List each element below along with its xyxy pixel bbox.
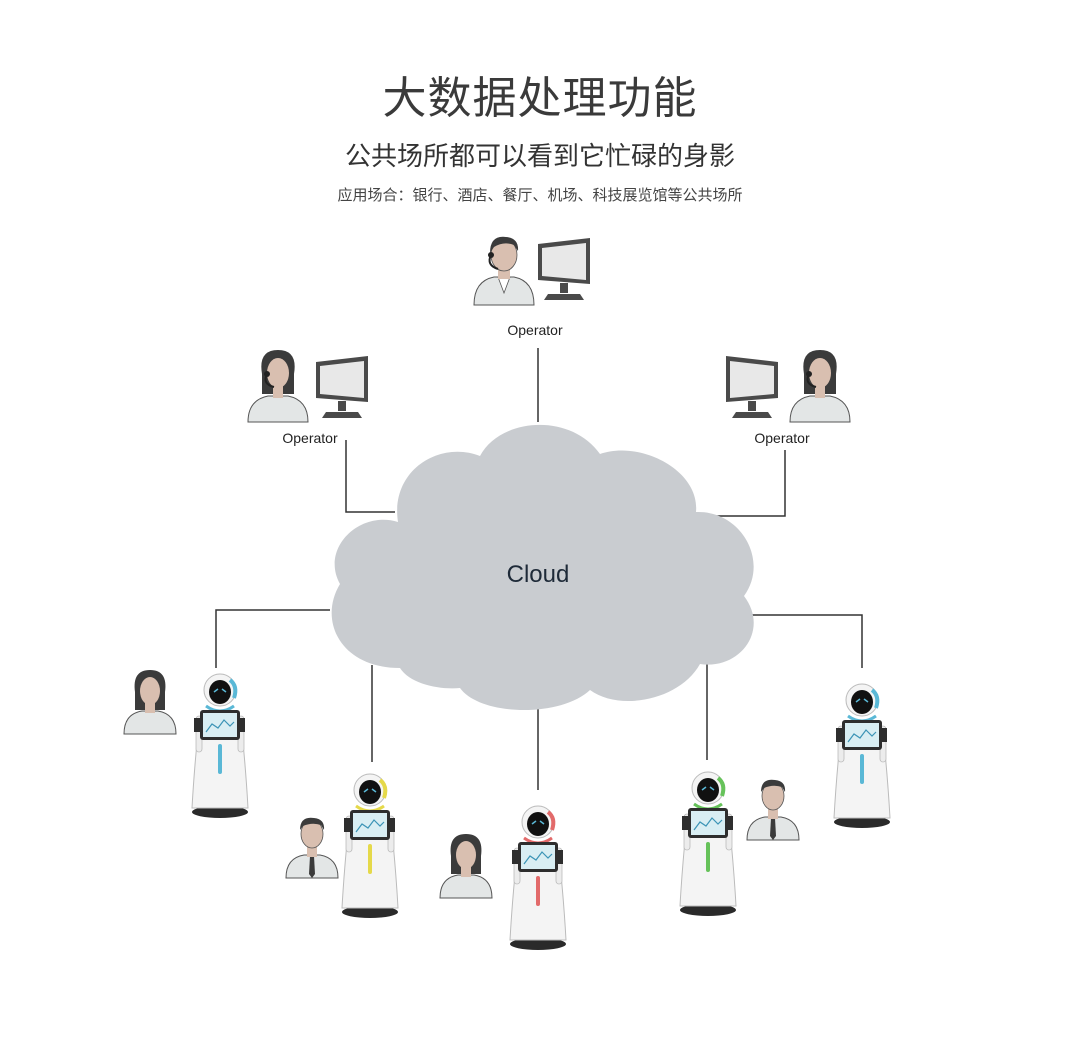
page-subtitle: 公共场所都可以看到它忙碌的身影: [344, 142, 735, 172]
operator-right-label: Operator: [754, 430, 810, 446]
operator-icon: [473, 235, 535, 306]
operator-right: Operator: [726, 349, 851, 446]
robot-icon: [509, 805, 567, 950]
robot-5: [833, 683, 891, 828]
robot-icon: [191, 673, 249, 818]
monitor-icon: [538, 238, 590, 300]
operator-top-label: Operator: [507, 322, 563, 338]
customer-icon: [439, 833, 493, 899]
monitor-icon: [316, 356, 368, 418]
robot-icon: [833, 683, 891, 828]
robot-icon: [679, 771, 737, 916]
robot-1: [191, 673, 249, 818]
robot-4: [679, 771, 737, 916]
cloud-shape: [331, 424, 754, 711]
operator-left: Operator: [247, 349, 368, 446]
operator-icon: [789, 349, 851, 423]
application-caption: 应用场合：银行、酒店、餐厅、机场、科技展览馆等公共场所: [337, 186, 743, 204]
operator-icon: [247, 349, 309, 423]
customer-icon: [285, 817, 339, 879]
robot-icon: [341, 773, 399, 918]
robot-2: [341, 773, 399, 918]
customer-icon: [123, 669, 177, 735]
page-title: 大数据处理功能: [382, 73, 698, 124]
cloud-label: Cloud: [507, 561, 570, 588]
operator-top: Operator: [473, 235, 590, 338]
customer-icon: [746, 779, 800, 841]
operator-left-label: Operator: [282, 430, 338, 446]
robot-3: [509, 805, 567, 950]
monitor-icon: [726, 356, 778, 418]
